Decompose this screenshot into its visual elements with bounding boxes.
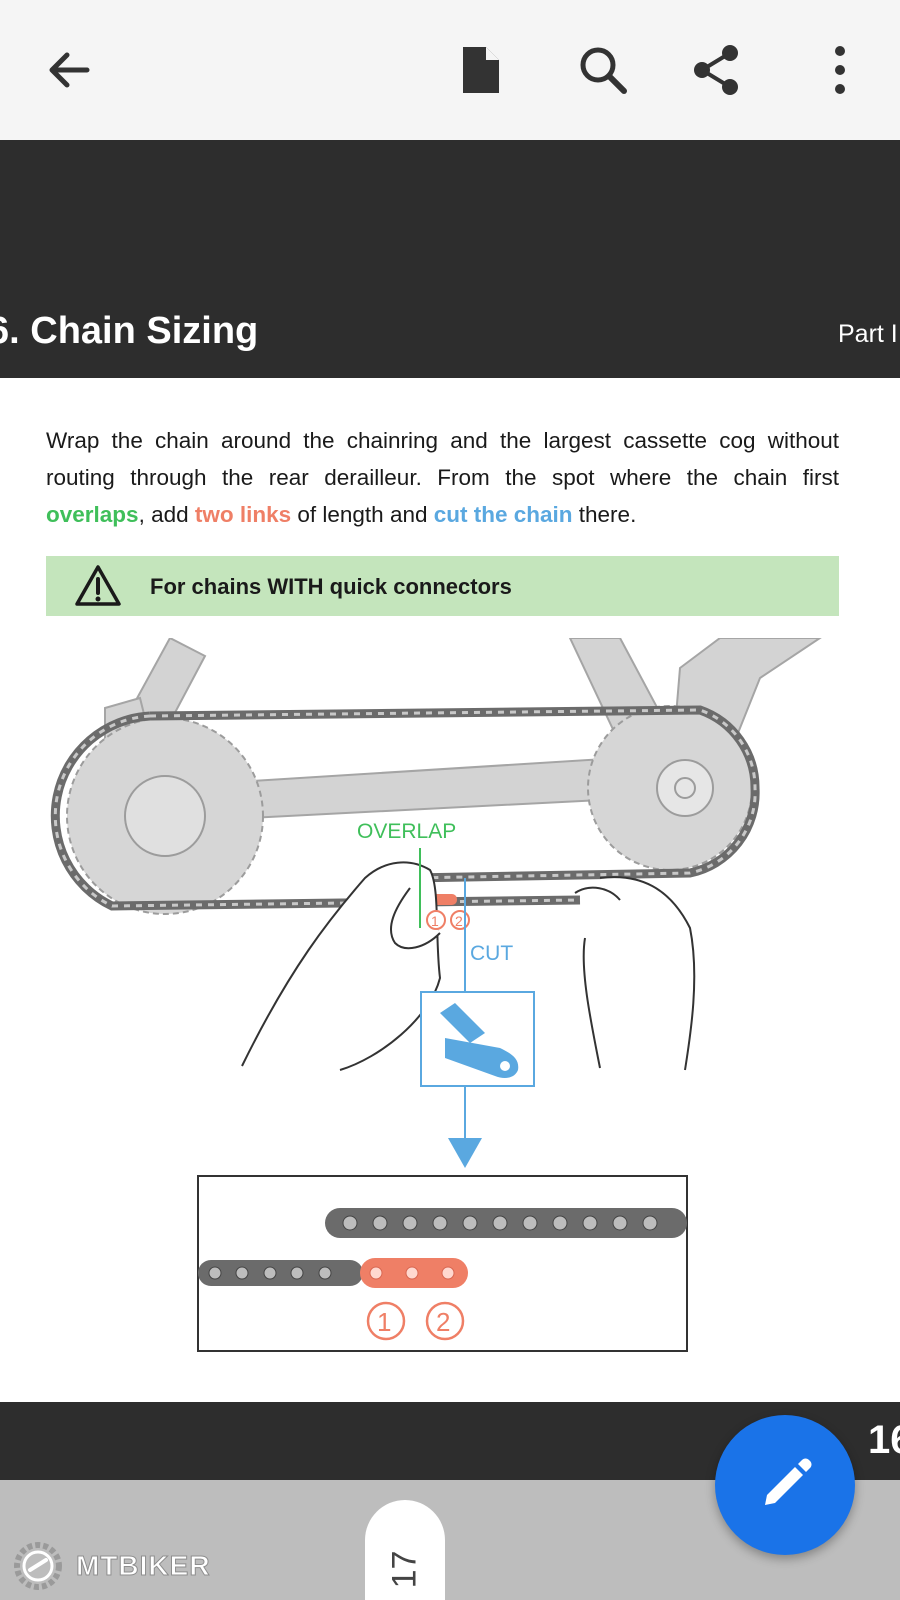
part-label: Part I (838, 320, 898, 348)
more-vertical-icon (835, 46, 845, 94)
instruction-text: there. (572, 502, 637, 527)
watermark: MTBIKER (10, 1538, 211, 1594)
inset-link-2-marker (425, 1301, 465, 1341)
search-button[interactable] (567, 34, 639, 106)
chain (50, 705, 760, 911)
section-title: 6. Chain Sizing (0, 310, 259, 352)
page-indicator-number: 17 (385, 1550, 424, 1589)
instruction-text: Wrap the chain around the chainring and … (46, 428, 839, 490)
share-button[interactable] (681, 34, 753, 106)
cassette-cog (66, 717, 264, 915)
document-button[interactable] (445, 34, 517, 106)
link-1-number: 1 (431, 913, 439, 929)
arrow-down-icon (448, 1138, 482, 1168)
arrow-left-icon (49, 52, 90, 88)
document-icon (463, 47, 499, 93)
pdf-page: 6. Chain Sizing Part I Wrap the chain ar… (0, 140, 900, 1480)
instruction-text: , add (138, 502, 195, 527)
link-1-marker (426, 910, 446, 930)
overlap-label: OVERLAP (357, 820, 456, 843)
watermark-text: MTBIKER (76, 1550, 211, 1582)
more-options-button[interactable] (804, 34, 876, 106)
cut-label: CUT (470, 942, 513, 965)
gear-logo-icon (14, 1542, 62, 1590)
chain-sizing-illustration: OVERLAP 1 2 CUT (50, 638, 822, 1352)
inset-chain-upper (325, 1208, 687, 1238)
highlight-two-links: two links (194, 502, 292, 527)
edit-fab-button[interactable] (715, 1415, 855, 1555)
inset-link-1-marker (366, 1301, 406, 1341)
inset-link-1-number: 1 (377, 1307, 391, 1337)
app-toolbar (0, 0, 900, 140)
search-icon (580, 47, 627, 94)
warning-callout: For chains WITH quick connectors (46, 556, 839, 616)
page-header: 6. Chain Sizing Part I (0, 140, 900, 378)
pencil-icon (765, 1458, 812, 1505)
callout-text: For chains WITH quick connectors (150, 574, 512, 599)
inset-chain-lower (198, 1258, 468, 1288)
chain-tool-icon (440, 1003, 519, 1078)
highlight-overlaps: overlaps (46, 502, 139, 527)
instruction-text: of length and (291, 502, 434, 527)
warning-icon (75, 565, 121, 606)
hands (241, 861, 696, 1071)
instruction-paragraph: Wrap the chain around the chainring and … (46, 422, 839, 533)
back-button[interactable] (33, 34, 105, 106)
inset-link-2-number: 2 (436, 1307, 450, 1337)
link-2-number: 2 (455, 913, 463, 929)
highlight-cut-the-chain: cut the chain (433, 502, 573, 527)
page-number: 16 (868, 1418, 900, 1462)
page-indicator-tab[interactable]: 17 (365, 1500, 445, 1600)
share-icon (694, 45, 738, 95)
